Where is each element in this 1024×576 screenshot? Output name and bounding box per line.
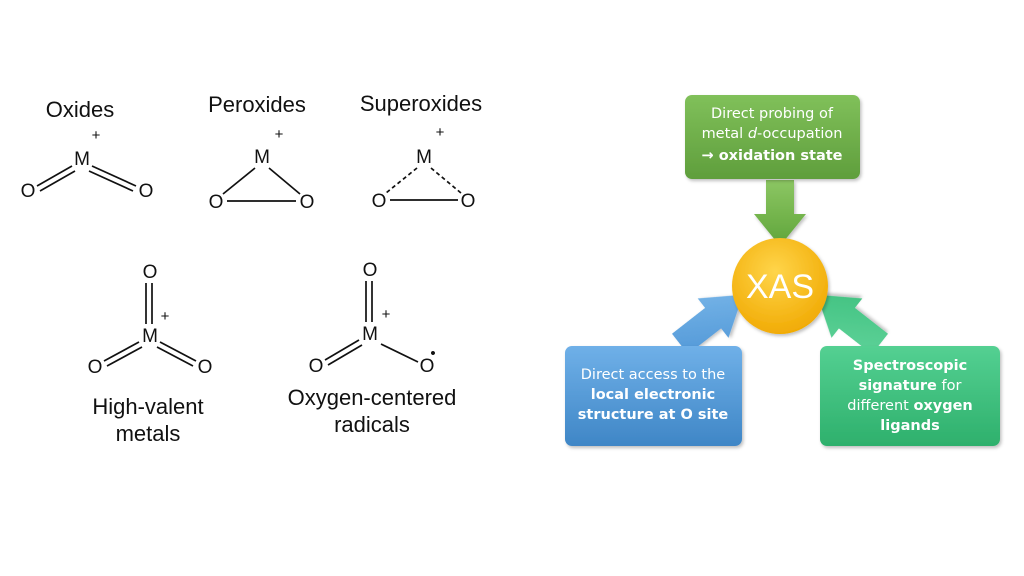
radicals-charge: + (382, 306, 391, 323)
radicals-oxygen-right: O (420, 356, 435, 377)
top-box: Direct probing of metal d-occupation → o… (685, 95, 860, 179)
left-box-background (565, 346, 742, 446)
high-valent-oxygen-right: O (198, 357, 213, 378)
radicals-metal-atom: M (362, 324, 378, 345)
xas-circle-shape (732, 238, 828, 334)
high-valent-double-bond-right-b (156, 346, 194, 367)
oxides-oxygen-right: O (139, 181, 154, 202)
top-arrow (754, 180, 806, 246)
right-box-background (820, 346, 1000, 446)
left-box-line2: local electronic (591, 387, 716, 403)
superoxides-oxygen-right: O (461, 191, 476, 212)
peroxides-oxygen-right: O (300, 192, 315, 213)
radicals-double-bond-left-a (324, 339, 360, 361)
high-valent-double-bond-left-a (103, 341, 140, 362)
left-box-line1: Direct access to the (581, 367, 726, 383)
right-box-line1: Spectroscopic (853, 358, 967, 374)
left-box: Direct access to the local electronic st… (565, 346, 742, 446)
superoxides-oxygen-left: O (372, 191, 387, 212)
high-valent-double-bond-right-a (159, 341, 197, 362)
right-box: Spectroscopic signature for different ox… (820, 346, 1000, 446)
superoxides-metal-atom: M (416, 147, 432, 168)
top-box-background (685, 95, 860, 179)
right-box-line2: signature for (859, 378, 962, 394)
oxides-oxygen-left: O (21, 181, 36, 202)
radicals-label-line1: Oxygen-centered (288, 385, 457, 410)
left-arrow (671, 294, 744, 355)
peroxides-bond-left (222, 167, 256, 195)
oxides-double-bond-left-a (36, 165, 73, 187)
oxides-double-bond-right-a (91, 165, 137, 187)
superoxides-charge: + (436, 124, 445, 141)
oxides-charge: + (92, 127, 101, 144)
radicals-label-line2: radicals (334, 412, 410, 437)
xas-circle: XAS (732, 238, 828, 334)
top-box-line3: → oxidation state (702, 148, 843, 164)
high-valent-charge: + (161, 308, 170, 325)
peroxides-bond-right (268, 167, 301, 195)
oxides-metal-atom: M (74, 149, 90, 170)
superoxides-dashed-bond-left (385, 167, 418, 194)
structure-high-valent-metals: O + M O O High-valent metals (88, 262, 213, 446)
structure-superoxides: Superoxides + M O O (360, 91, 482, 212)
oxides-label: Oxides (46, 97, 114, 122)
right-arrow (816, 294, 889, 355)
top-box-line2: metal d-occupation (702, 126, 843, 142)
high-valent-label-line2: metals (116, 421, 181, 446)
high-valent-oxygen-top: O (143, 262, 158, 283)
radicals-radical-dot: • (430, 345, 435, 362)
peroxides-oxygen-left: O (209, 192, 224, 213)
superoxides-dashed-bond-right (430, 167, 462, 194)
high-valent-oxygen-left: O (88, 357, 103, 378)
structure-oxides: Oxides + M O O (21, 97, 154, 202)
left-box-line3: structure at O site (578, 407, 729, 423)
oxides-double-bond-left-b (39, 170, 76, 192)
high-valent-metal-atom: M (142, 326, 158, 347)
right-box-line4: ligands (880, 418, 939, 434)
xas-label: XAS (746, 268, 814, 306)
high-valent-label-line1: High-valent (92, 394, 203, 419)
oxides-double-bond-right-b (88, 170, 134, 192)
superoxides-label: Superoxides (360, 91, 482, 116)
structure-oxygen-centered-radicals: O + M O O • Oxygen-centered radicals (288, 260, 457, 437)
top-box-line1: Direct probing of (711, 106, 834, 122)
radicals-oxygen-top: O (363, 260, 378, 281)
radicals-single-bond-right (380, 343, 419, 363)
right-box-line3: different oxygen (847, 398, 973, 414)
high-valent-double-bond-left-b (106, 346, 143, 367)
peroxides-metal-atom: M (254, 147, 270, 168)
structure-peroxides: Peroxides + M O O (208, 92, 314, 213)
peroxides-charge: + (275, 126, 284, 143)
radicals-oxygen-left: O (309, 356, 324, 377)
radicals-double-bond-left-b (327, 344, 363, 366)
peroxides-label: Peroxides (208, 92, 306, 117)
